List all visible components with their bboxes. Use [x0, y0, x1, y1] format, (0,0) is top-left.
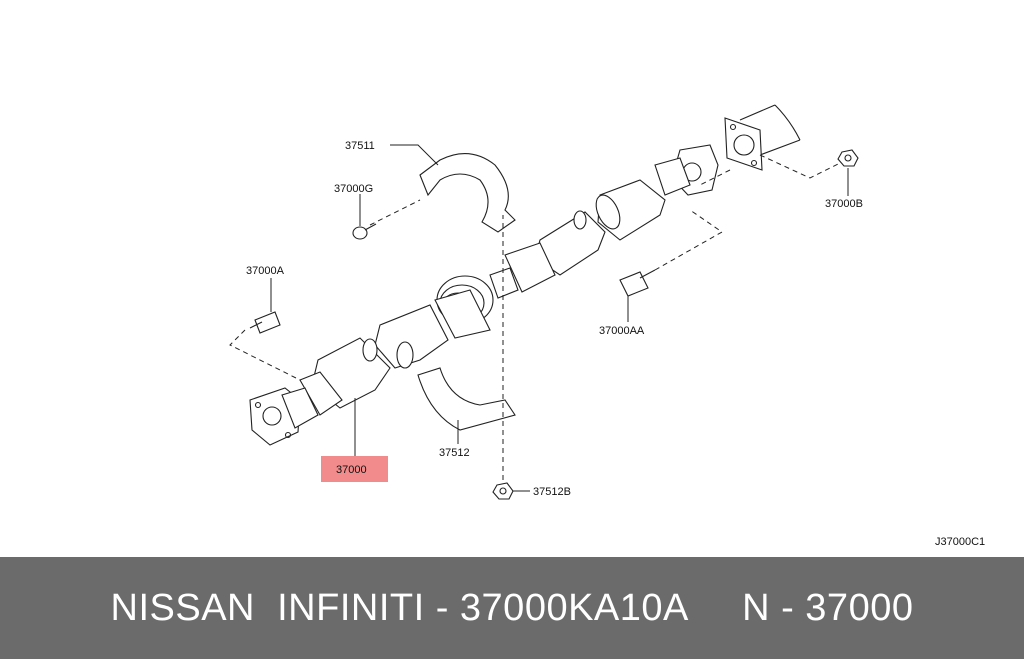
callout-37000a: 37000A	[246, 265, 285, 277]
center-boot	[434, 275, 494, 339]
part-number-banner: NISSAN INFINITI - 37000KA10A N - 37000	[0, 557, 1024, 659]
center-bracket-lower	[417, 367, 516, 431]
front-universal-joint	[249, 387, 319, 446]
callout-37000: 37000	[336, 464, 367, 476]
nut-37512b	[492, 482, 514, 500]
front-mid-tube	[374, 304, 449, 369]
dashed-line-37000a	[229, 329, 301, 381]
callout-37000b: 37000B	[825, 198, 863, 210]
dashed-line-37000aa	[654, 209, 723, 271]
part-number-text: NISSAN INFINITI - 37000KA10A N - 37000	[110, 586, 914, 629]
bolt-37000a	[249, 311, 281, 334]
callout-37000aa: 37000AA	[599, 325, 645, 337]
center-joint	[489, 242, 556, 299]
driveshaft-exploded-view: 37511 37000G 37000A 37000 37512 37512B 3…	[229, 104, 985, 548]
callout-37512b: 37512B	[533, 486, 571, 498]
rear-tube	[534, 179, 666, 276]
dashed-line-37000g	[369, 199, 421, 226]
leader-37511	[390, 144, 439, 166]
front-tube	[299, 337, 391, 416]
callout-37512: 37512	[439, 447, 470, 459]
dashed-line-rear-flange	[699, 169, 731, 186]
rear-universal-joint	[654, 144, 719, 196]
bolt-37000aa	[619, 269, 656, 297]
figure-code: J37000C1	[935, 536, 985, 548]
differential-housing	[724, 104, 801, 171]
callout-37000g: 37000G	[334, 183, 373, 195]
nut-37000b	[837, 149, 859, 167]
bolt-37000g	[352, 223, 377, 240]
center-bracket-upper	[419, 153, 516, 233]
highlight-37000	[321, 456, 388, 482]
callout-37511: 37511	[345, 140, 375, 152]
parts-diagram: 37511 37000G 37000A 37000 37512 37512B 3…	[229, 104, 986, 548]
dashed-line-37000b	[759, 154, 841, 179]
